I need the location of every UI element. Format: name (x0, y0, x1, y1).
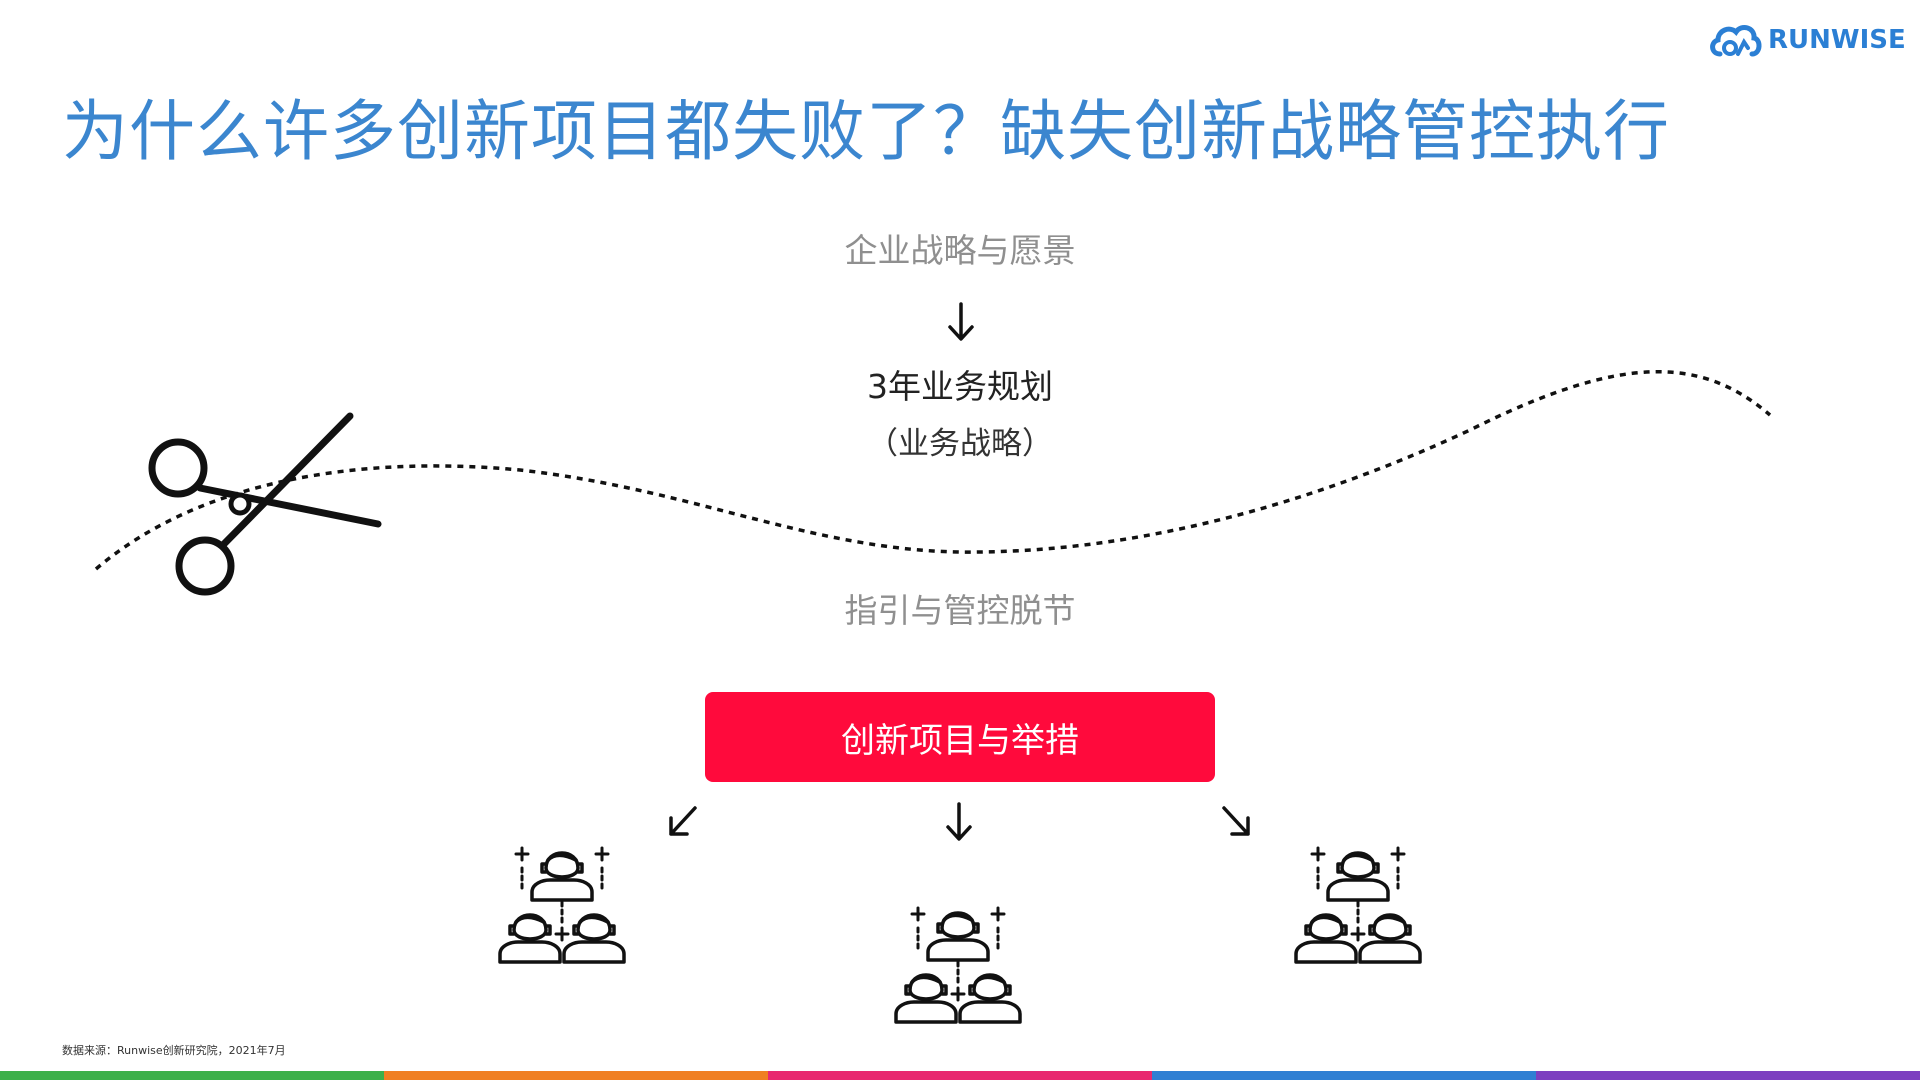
cloud-logo-icon (1710, 25, 1762, 57)
team-group-icon (502, 826, 624, 976)
brand-name: RUNWISE (1768, 25, 1906, 55)
scissors-icon (148, 412, 382, 596)
innovation-projects-label: 创新项目与举措 (841, 720, 1079, 761)
stripe-orange (384, 1071, 768, 1080)
stripe-pink (768, 1071, 1152, 1080)
innovation-projects-button[interactable]: 创新项目与举措 (705, 692, 1215, 782)
page-title: 为什么许多创新项目都失败了？缺失创新战略管控执行 (62, 93, 1670, 170)
stripe-purple (1536, 1071, 1920, 1080)
stripe-blue (1152, 1071, 1536, 1080)
team-group-icon (1298, 826, 1420, 976)
arrow-down-icon (946, 802, 972, 841)
data-source-note: 数据来源：Runwise创新研究院，2021年7月 (62, 1044, 286, 1057)
vision-text: 企业战略与愿景 (844, 231, 1076, 270)
bottom-color-stripe (0, 1071, 1920, 1080)
plan-text: 3年业务规划 (867, 367, 1053, 406)
plan-subtitle: （业务战略） (867, 426, 1053, 462)
team-group-icon (898, 886, 1020, 1036)
arrow-down-icon (948, 302, 974, 341)
gap-label: 指引与管控脱节 (844, 591, 1076, 630)
arrow-down-right-icon (1222, 806, 1250, 836)
stripe-green (0, 1071, 384, 1080)
arrow-down-left-icon (669, 806, 697, 836)
brand-logo[interactable]: RUNWISE (1708, 16, 1906, 64)
